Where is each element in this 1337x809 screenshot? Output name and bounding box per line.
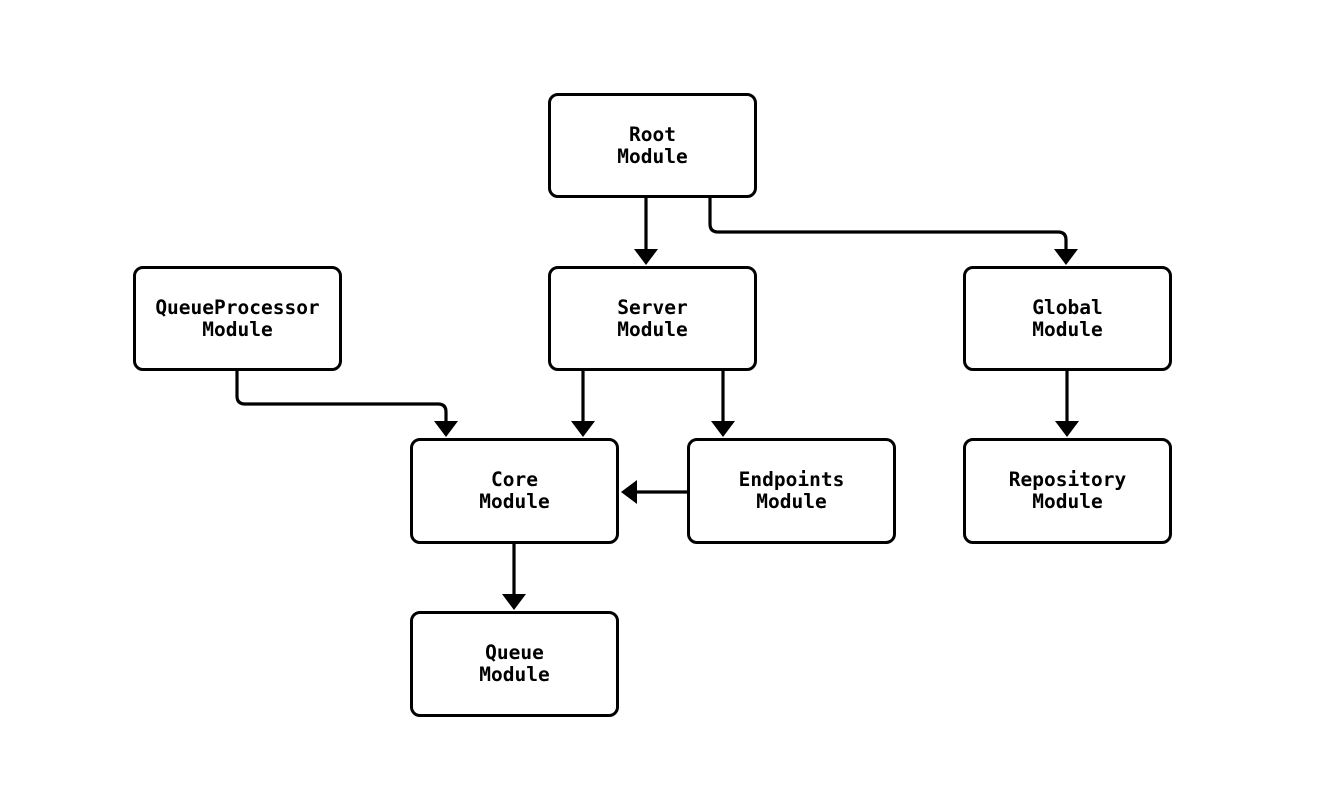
edge-core-to-queue-arrowhead xyxy=(502,594,526,610)
node-repository-module-label-line1: Repository xyxy=(1008,468,1127,491)
node-queue-module: Queue Module xyxy=(410,611,619,717)
edge-root-to-global-arrowhead xyxy=(1054,249,1078,265)
edge-server-to-endpoints xyxy=(711,371,735,437)
node-server-module: Server Module xyxy=(548,266,757,371)
node-repository-module: Repository Module xyxy=(963,438,1172,544)
node-queue-module-label-line1: Queue xyxy=(485,641,544,664)
edge-queueprocessor-to-core xyxy=(235,371,458,437)
node-core-module-label-line2: Module xyxy=(479,490,550,513)
node-server-module-label-line1: Server xyxy=(617,295,688,319)
node-root-module-label-line1: Root xyxy=(629,122,676,146)
node-queueprocessor-module-label-line2: Module xyxy=(202,317,273,341)
node-server-module-label-line2: Module xyxy=(617,317,688,341)
edge-core-to-queue xyxy=(502,544,526,610)
edge-root-to-server xyxy=(634,198,658,265)
node-queueprocessor-module-label-line1: QueueProcessor xyxy=(155,295,320,319)
node-core-module-label-line1: Core xyxy=(491,468,538,491)
edge-root-to-global xyxy=(708,198,1078,265)
node-repository-module-label-line2: Module xyxy=(1032,490,1103,513)
node-endpoints-module-label-line1: Endpoints xyxy=(738,468,845,491)
edge-root-to-global-line xyxy=(708,198,1068,250)
node-endpoints-module-label-line2: Module xyxy=(756,490,827,513)
edge-endpoints-to-core-arrowhead xyxy=(621,480,637,504)
node-core-module: Core Module xyxy=(410,438,619,544)
node-global-module-label-line1: Global xyxy=(1032,295,1103,319)
node-root-module: Root Module xyxy=(548,93,757,198)
node-queueprocessor-module: QueueProcessor Module xyxy=(133,266,342,371)
edge-queueprocessor-to-core-line xyxy=(235,371,448,422)
edge-endpoints-to-core xyxy=(621,480,687,504)
edge-global-to-repository xyxy=(1055,371,1079,437)
node-endpoints-module: Endpoints Module xyxy=(687,438,896,544)
edge-server-to-core xyxy=(571,371,595,437)
edge-global-to-repository-arrowhead xyxy=(1055,421,1079,437)
node-root-module-label-line2: Module xyxy=(617,144,688,168)
edge-server-to-core-arrowhead xyxy=(571,421,595,437)
edge-server-to-endpoints-arrowhead xyxy=(711,421,735,437)
edge-queueprocessor-to-core-arrowhead xyxy=(434,421,458,437)
node-global-module: Global Module xyxy=(963,266,1172,371)
node-queue-module-label-line2: Module xyxy=(479,663,550,686)
node-global-module-label-line2: Module xyxy=(1032,317,1103,341)
edge-root-to-server-arrowhead xyxy=(634,249,658,265)
